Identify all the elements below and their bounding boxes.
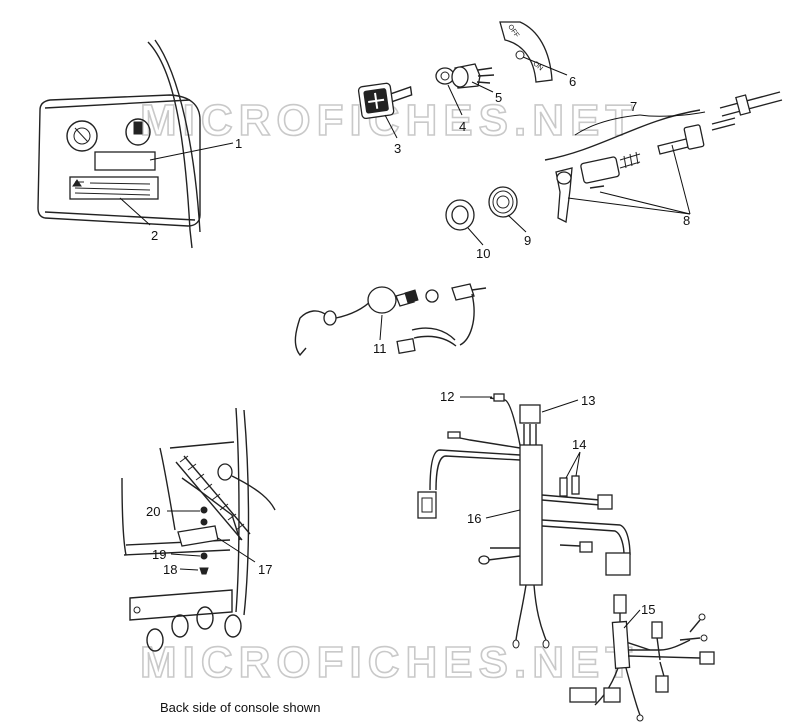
harness-tube-16 [519,444,543,586]
ignition-switch-parts: OFF ON [357,21,553,120]
watermark-bottom: MICROFICHES.NET [140,638,638,687]
callout-12: 12 [440,389,454,404]
callout-1: 1 [235,136,242,151]
callout-8: 8 [683,213,690,228]
tether-switch-assembly [294,283,487,357]
console-back [121,407,276,652]
callout-14: 14 [572,437,586,452]
callout-15: 15 [641,602,655,617]
callout-19: 19 [152,547,166,562]
leader-lines [119,56,706,629]
callout-6: 6 [569,74,576,89]
main-wiring-harness [417,393,631,649]
callout-11: 11 [373,341,387,356]
sub-harness-15 [569,594,715,722]
diagram-caption: Back side of console shown [160,700,320,715]
throttle-cable-assembly [544,91,783,223]
fuse-14b [571,475,580,495]
callout-13: 13 [581,393,595,408]
callout-numbers: 1 2 3 4 5 6 7 8 9 10 11 12 13 14 15 16 1… [146,74,690,617]
bushings [445,186,518,231]
callout-5: 5 [495,90,502,105]
callout-17: 17 [258,562,272,577]
label-decal-1 [94,151,156,171]
callout-20: 20 [146,504,160,519]
callout-10: 10 [476,246,490,261]
callout-2: 2 [151,228,158,243]
callout-18: 18 [163,562,177,577]
callout-9: 9 [524,233,531,248]
fuse-14a [559,477,568,497]
callout-3: 3 [394,141,401,156]
callout-4: 4 [459,119,466,134]
console-front [37,39,201,249]
callout-7: 7 [630,99,637,114]
callout-16: 16 [467,511,481,526]
